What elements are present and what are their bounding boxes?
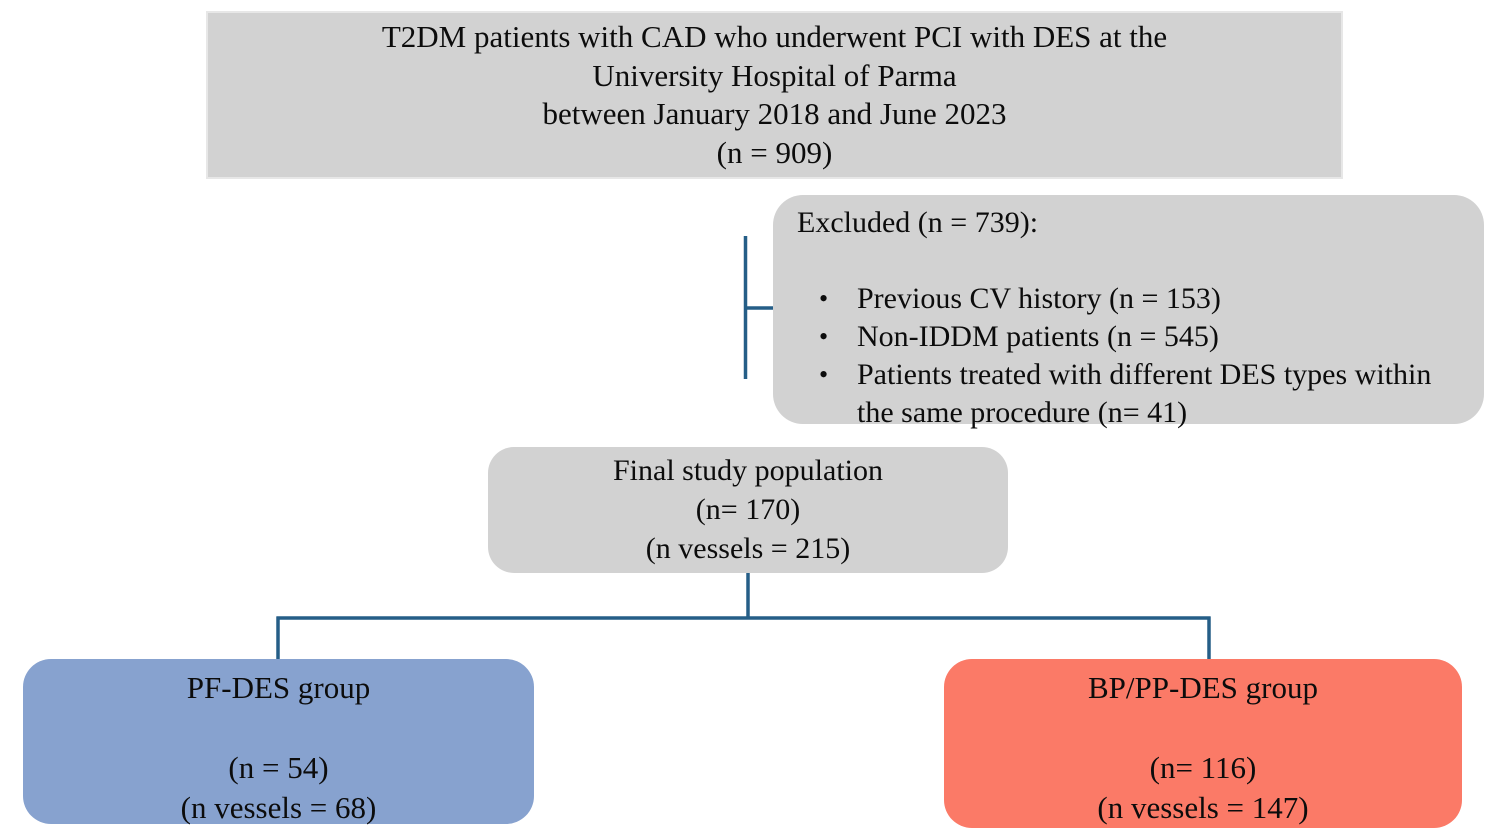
excluded-bullet-text: Non-IDDM patients (n = 545) — [857, 320, 1219, 353]
excluded-title: Excluded (n = 739): — [797, 206, 1039, 239]
excluded-bullet-item: • Patients treated with different DES ty… — [797, 356, 1474, 432]
excluded-bullet-text: Patients treated with different DES type… — [857, 358, 1432, 429]
bullet-dot-icon: • — [819, 360, 829, 389]
excluded-bullet-item: • Non-IDDM patients (n = 545) — [797, 318, 1474, 356]
bullet-dot-icon: • — [819, 322, 829, 351]
bp-pp-des-count: (n= 116) — [1149, 750, 1257, 785]
pf-des-count: (n = 54) — [228, 750, 329, 785]
pf-des-group-title: PF-DES group — [186, 670, 371, 705]
bp-pp-des-spacer — [944, 708, 1462, 748]
pf-des-group-box: PF-DES group (n = 54) (n vessels = 68) — [23, 659, 534, 825]
excluded-bullet-list: • Previous CV history (n = 153) • Non-ID… — [797, 280, 1474, 432]
final-population-title: Final study population — [613, 454, 883, 487]
final-population-vessels: (n vessels = 215) — [645, 532, 851, 565]
enrollment-line-2: University Hospital of Parma — [592, 57, 957, 93]
pf-des-vessels: (n vessels = 68) — [180, 790, 377, 825]
final-population-count: (n= 170) — [695, 493, 801, 526]
enrollment-line-1: T2DM patients with CAD who underwent PCI… — [381, 19, 1168, 54]
enrollment-line-3: between January 2018 and June 2023 — [542, 96, 1007, 131]
bp-pp-des-group-box: BP/PP-DES group (n= 116) (n vessels = 14… — [944, 659, 1462, 828]
excluded-box: Excluded (n = 739): • Previous CV histor… — [773, 195, 1484, 429]
pf-des-spacer — [23, 708, 534, 748]
bp-pp-des-vessels: (n vessels = 147) — [1097, 790, 1309, 825]
enrollment-box: T2DM patients with CAD who underwent PCI… — [206, 11, 1343, 179]
bp-pp-des-group-title: BP/PP-DES group — [1088, 670, 1318, 705]
excluded-bullet-item: • Previous CV history (n = 153) — [797, 280, 1474, 318]
final-population-box: Final study population (n= 170) (n vesse… — [488, 447, 1008, 573]
bullet-dot-icon: • — [819, 284, 829, 313]
excluded-bullet-text: Previous CV history (n = 153) — [857, 282, 1221, 315]
enrollment-count: (n = 909) — [716, 134, 833, 170]
